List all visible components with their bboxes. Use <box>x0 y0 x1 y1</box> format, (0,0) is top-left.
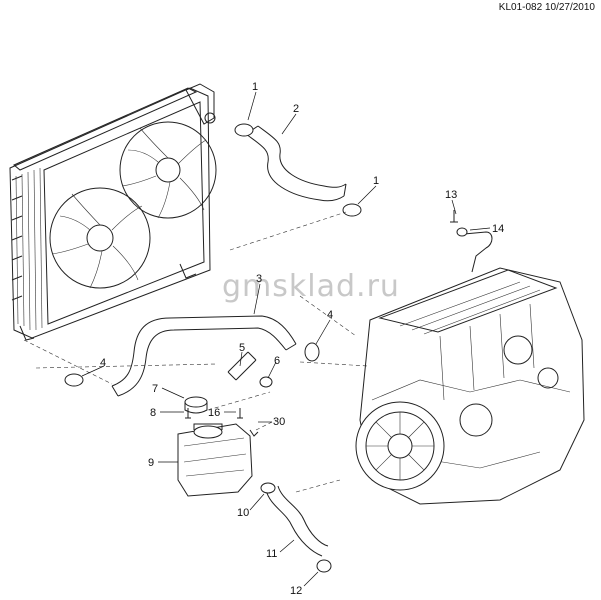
callout-13: 13 <box>445 189 457 201</box>
callouts: 1 2 1 13 14 3 4 4 5 6 7 8 16 30 9 10 11 <box>81 81 504 597</box>
bypass-hose <box>227 351 257 381</box>
coolant-surge-tank <box>177 396 259 497</box>
radiator-fan-assembly <box>9 83 217 341</box>
callout-3: 3 <box>256 273 262 285</box>
hose-clamp <box>64 123 362 573</box>
callout-6: 6 <box>274 355 280 367</box>
watermark-text: gmsklad.ru <box>222 269 400 304</box>
lower-radiator-hose <box>111 315 297 387</box>
callout-9: 9 <box>148 457 154 469</box>
callout-7: 7 <box>152 383 158 395</box>
diagram-code-date: KL01-082 10/27/2010 <box>498 2 595 13</box>
callout-11: 11 <box>266 548 277 560</box>
callout-4-right: 4 <box>327 309 333 321</box>
callout-30: 30 <box>273 416 285 428</box>
upper-radiator-hose <box>245 133 345 202</box>
surge-tank-hose <box>265 489 323 557</box>
callout-5: 5 <box>239 342 245 354</box>
callout-10: 10 <box>237 507 249 519</box>
callout-14: 14 <box>492 223 504 235</box>
reference-lines <box>23 211 369 493</box>
callout-4-left: 4 <box>100 357 106 369</box>
callout-12: 12 <box>290 585 302 597</box>
callout-1-right: 1 <box>373 175 379 187</box>
callout-2: 2 <box>293 103 299 115</box>
callout-8: 8 <box>150 407 156 419</box>
callout-1-upper: 1 <box>252 81 258 93</box>
callout-16: 16 <box>208 407 220 419</box>
engine-assembly <box>355 210 585 505</box>
